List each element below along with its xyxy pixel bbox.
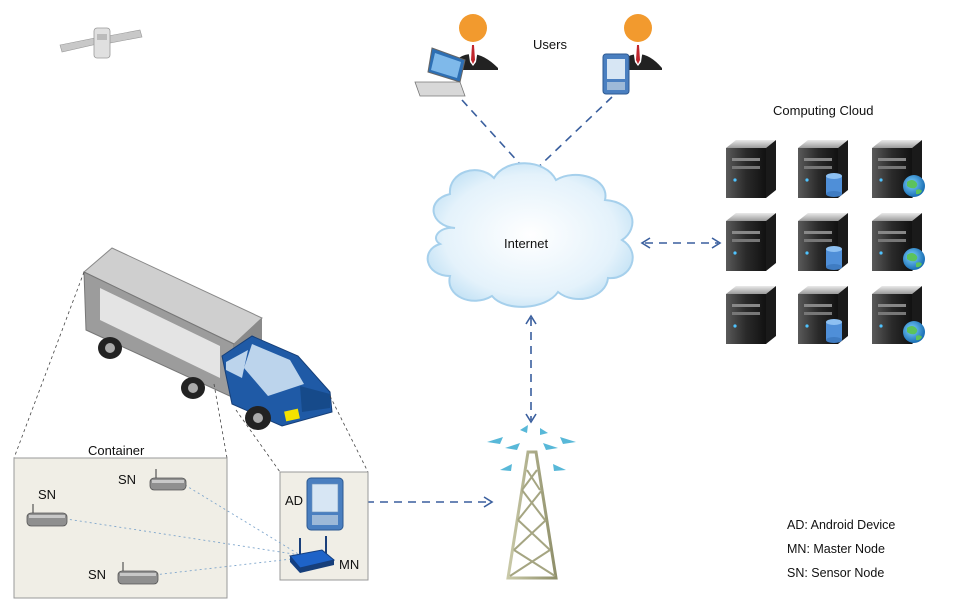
- users-label: Users: [533, 37, 567, 52]
- mobile-user-icon: [602, 14, 662, 95]
- mn-label: MN: [339, 557, 360, 572]
- sensor-node-icon: [117, 562, 159, 585]
- sn-label-top: SN: [118, 472, 137, 487]
- server-icon: [726, 286, 776, 344]
- arrowheads: [348, 237, 722, 508]
- computing-cloud-label: Computing Cloud: [773, 103, 874, 118]
- satellite-icon: [59, 27, 143, 59]
- server-icon: [726, 213, 776, 271]
- server-icon: [726, 140, 776, 198]
- sn-label-left: SN: [38, 487, 57, 502]
- router-icon: [289, 536, 336, 573]
- laptop-user-icon: [414, 14, 498, 97]
- container-label: Container: [88, 443, 145, 458]
- server-icon: [798, 140, 848, 198]
- legend-item-ad: AD: Android Device: [787, 518, 896, 532]
- ad-label: AD: [285, 493, 304, 508]
- sensor-links: [59, 484, 301, 577]
- server-icon: [798, 286, 848, 344]
- truck-icon: [83, 247, 333, 430]
- server-farm: [726, 140, 925, 344]
- server-icon: [872, 286, 925, 344]
- internet-cloud-icon: [426, 162, 634, 308]
- container-box: [13, 457, 228, 599]
- link-laptop-cloud: [461, 99, 531, 176]
- link-mobile-cloud: [529, 96, 613, 176]
- cell-tower-icon: [487, 425, 576, 580]
- android-device-icon: [306, 477, 344, 531]
- server-icon: [798, 213, 848, 271]
- legend-item-mn: MN: Master Node: [787, 542, 885, 556]
- sensor-node-icon: [26, 504, 68, 527]
- legend-item-sn: SN: Sensor Node: [787, 566, 885, 580]
- sensor-node-icon: [149, 469, 187, 491]
- server-icon: [872, 140, 925, 198]
- internet-label: Internet: [504, 236, 549, 251]
- sn-label-bottom: SN: [88, 567, 107, 582]
- container-projection-lines: [13, 271, 369, 473]
- server-icon: [872, 213, 925, 271]
- dashed-links: [352, 96, 718, 503]
